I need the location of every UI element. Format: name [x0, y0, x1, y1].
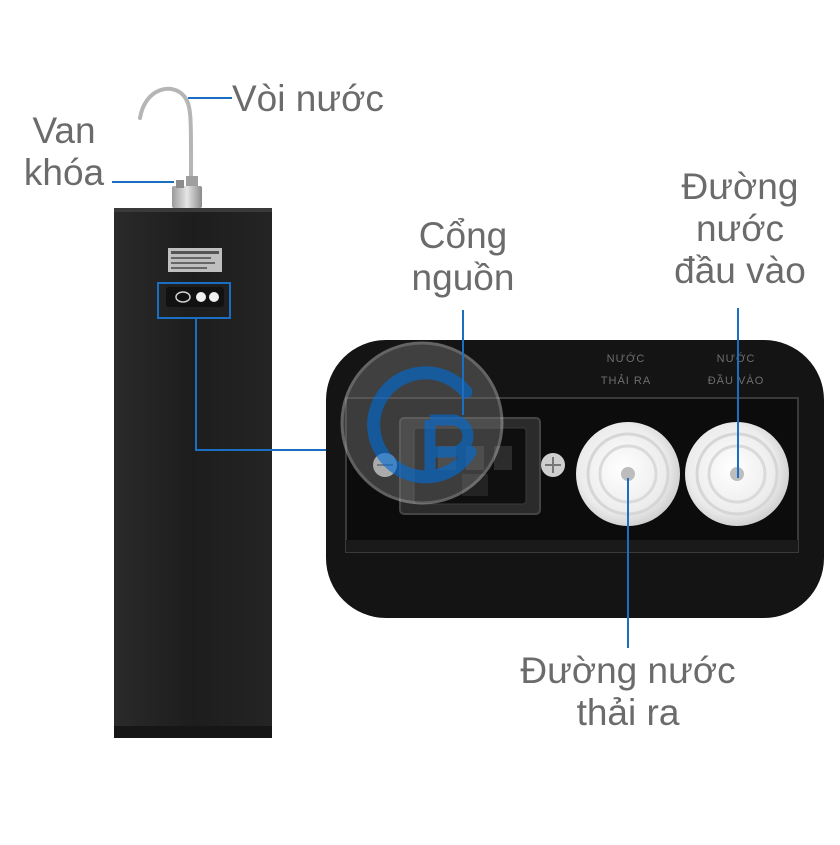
inlet-port-embossed-1: NƯỚC — [717, 352, 756, 365]
zoomed-port-panel: NƯỚC THẢI RA NƯỚC ĐẦU VÀO — [326, 340, 824, 618]
zoom-leader-line — [195, 318, 332, 451]
drain-label: Đường nước thải ra — [520, 650, 736, 733]
power-port-label: Cổng nguồn — [411, 215, 515, 298]
valve-icon — [172, 180, 202, 208]
unit-body — [114, 208, 272, 738]
faucet-label: Vòi nước — [232, 78, 384, 119]
watermark-logo — [340, 341, 504, 505]
inlet-port-embossed-2: ĐẦU VÀO — [708, 374, 765, 387]
drain-port-embossed-2: THẢI RA — [601, 374, 651, 387]
valve-label: Van khóa — [23, 110, 105, 193]
drain-port-embossed-1: NƯỚC — [607, 352, 646, 365]
faucet-icon — [138, 86, 198, 190]
inlet-label: Đường nước đầu vào — [674, 166, 806, 291]
